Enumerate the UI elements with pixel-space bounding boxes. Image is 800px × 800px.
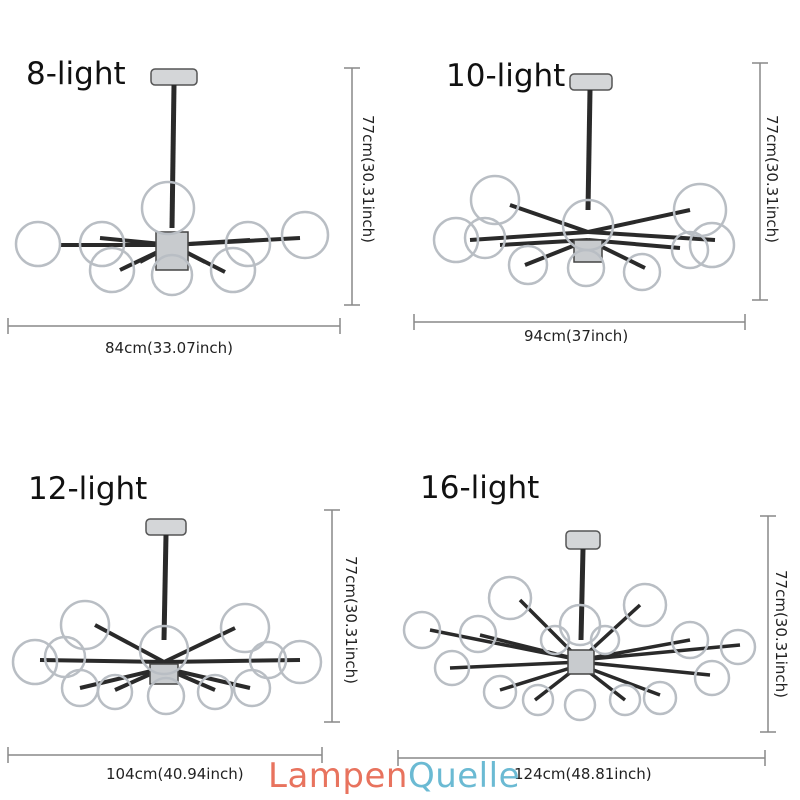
hub [567, 649, 595, 675]
height-label: 77cm(30.31inch) [772, 570, 790, 699]
width-label: 94cm(37inch) [524, 327, 629, 345]
watermark-logo: LampenQuelle [268, 756, 520, 796]
dimension-lines [413, 62, 768, 330]
drop-rod [578, 548, 586, 641]
width-label: 104cm(40.94inch) [106, 765, 244, 783]
ceiling-plate [565, 530, 601, 550]
glass-globes [402, 575, 757, 722]
glass-globes [11, 599, 323, 716]
width-label: 124cm(48.81inch) [514, 765, 652, 783]
width-label: 84cm(33.07inch) [105, 339, 234, 357]
drop-rod [585, 89, 593, 211]
ceiling-plate [569, 73, 613, 91]
glass-globes [14, 180, 330, 297]
product-title: 16-light [420, 470, 540, 506]
dimension-lines [397, 515, 776, 766]
dimension-lines [7, 509, 340, 763]
hub [155, 231, 189, 271]
watermark-part-1: Lampen [268, 756, 408, 796]
watermark-part-2: Quelle [407, 756, 520, 796]
product-title: 12-light [28, 471, 148, 507]
dimension-lines [7, 67, 360, 334]
drop-rod [169, 84, 177, 229]
product-title: 10-light [446, 58, 566, 94]
glass-globes [432, 174, 736, 292]
drop-rod [161, 534, 169, 641]
product-title: 8-light [26, 56, 126, 92]
